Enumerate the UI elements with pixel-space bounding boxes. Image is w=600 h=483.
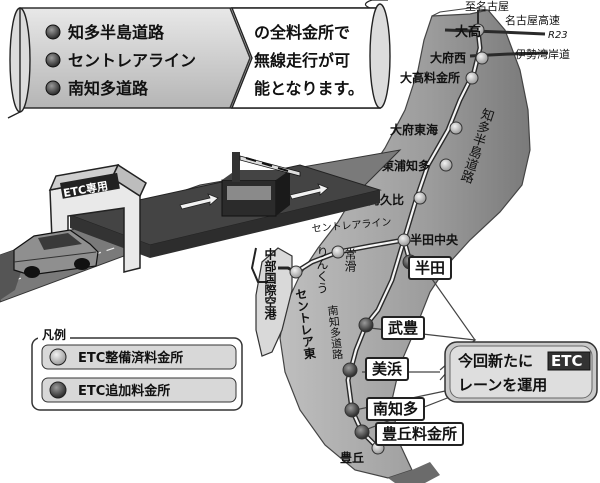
bullet-icon: [45, 80, 61, 96]
added-label-taketoyo: 武豊: [381, 316, 426, 340]
station-tokoname: [331, 245, 345, 259]
label-obu-tokai: 大府東海: [390, 122, 438, 137]
station-higashiura: [439, 158, 453, 172]
label-isewangan: 伊勢湾岸道: [515, 47, 570, 61]
toll-plaza-illustration: ETC専用: [0, 149, 402, 303]
added-label-handa: 半田: [408, 256, 453, 280]
station-obu-nishi: [475, 51, 489, 65]
existing-toll-icon: [49, 348, 67, 366]
callout-line2: レーンを運用: [458, 376, 547, 394]
banner-road-chita: 知多半島道路: [68, 23, 165, 42]
road-name-airport: 中部国際空港: [263, 247, 277, 321]
station-agui: [413, 191, 427, 205]
callout: 今回新たに ETC レーンを運用: [444, 341, 598, 403]
road-name-minamichita: 南知多道路: [326, 304, 345, 361]
station-obu-tokai: [449, 121, 463, 135]
road-name-tokoname: 常滑: [343, 248, 357, 272]
label-nagoya-expressway: 名古屋高速: [505, 13, 560, 27]
station-labels: 至名古屋 名古屋高速 R23 伊勢湾岸道 大高 大府西 大高料金所 大府東海 東…: [340, 0, 570, 465]
car-icon: [13, 229, 99, 278]
banner-message-line1: の全料金所で: [254, 23, 350, 42]
banner-scroll: 知多半島道路 セントレアライン 南知多道路 の全料金所で 無線走行が可 能となり…: [7, 0, 391, 119]
road-name-rinku: りんくう: [315, 246, 329, 294]
label-toyooka: 豊丘: [340, 450, 364, 465]
station-minamichita-added: [344, 402, 360, 418]
label-obu-nishi: 大府西: [430, 50, 466, 65]
station-mihama-added: [342, 362, 358, 378]
banner-road-minamichita: 南知多道路: [68, 79, 149, 98]
bullet-icon: [45, 52, 61, 68]
station-handa-chuo: [397, 233, 411, 247]
legend: 凡例 ETC整備済料金所 ETC追加料金所: [31, 327, 243, 411]
label-to-nagoya: 至名古屋: [465, 0, 509, 13]
legend-added: ETC追加料金所: [78, 383, 170, 399]
station-toyooka-toll-added: [354, 424, 370, 440]
label-r23: R23: [548, 30, 568, 41]
banner-road-centrair: セントレアライン: [68, 51, 196, 70]
added-label-mihama: 美浜: [365, 357, 410, 381]
airport-island: [255, 247, 293, 357]
station-rinku: [289, 265, 303, 279]
added-label-toyooka-toll: 豊丘料金所: [375, 422, 465, 446]
station-taketoyo-added: [358, 317, 374, 333]
legend-title: 凡例: [42, 327, 66, 342]
added-toll-icon: [49, 381, 67, 399]
label-higashiura: 東浦知多: [382, 158, 430, 173]
legend-existing: ETC整備済料金所: [78, 350, 183, 366]
station-odaka-toll: [465, 71, 479, 85]
label-odaka-toll: 大高料金所: [400, 70, 460, 85]
label-odaka: 大高: [455, 24, 481, 40]
banner-message-line2: 無線走行が可: [254, 51, 350, 70]
station-odaka: [471, 23, 485, 37]
callout-etc: ETC: [551, 352, 583, 370]
banner-message-line3: 能となります。: [254, 79, 364, 98]
added-label-minamichita: 南知多: [366, 397, 426, 421]
callout-line1-prefix: 今回新たに: [457, 352, 533, 370]
label-handa-chuo: 半田中央: [410, 232, 459, 247]
bullet-icon: [45, 24, 61, 40]
